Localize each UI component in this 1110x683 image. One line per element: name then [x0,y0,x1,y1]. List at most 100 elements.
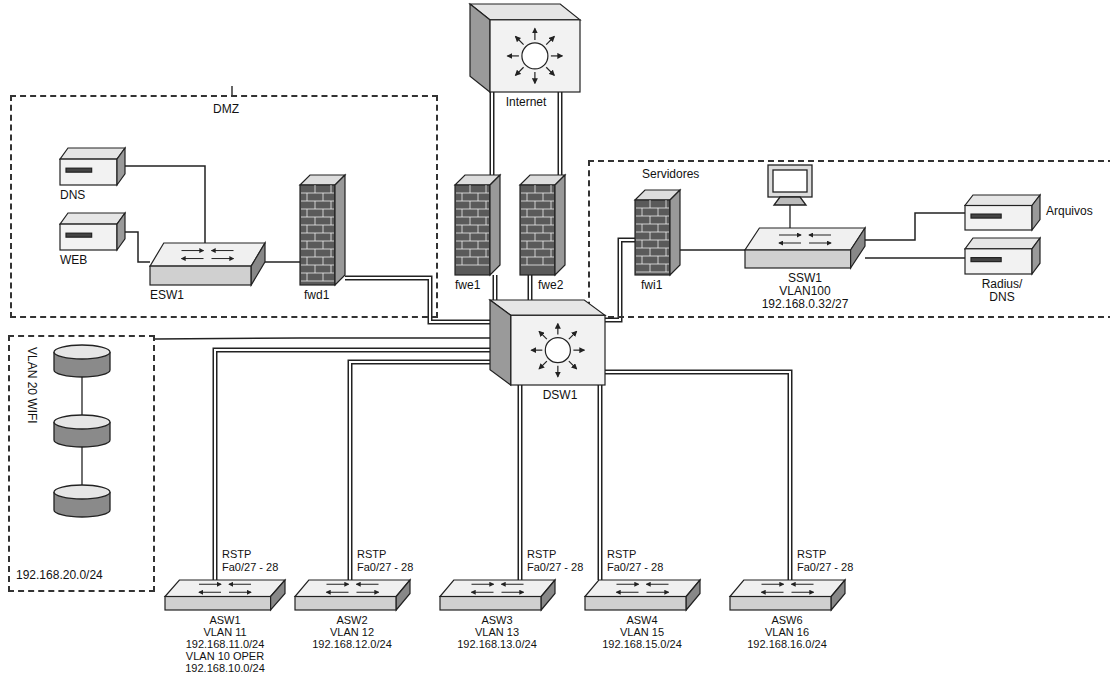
link-line [605,372,790,580]
device-icon [585,580,700,610]
l3-circle [522,43,548,69]
device-label: 192.168.15.0/24 [602,638,682,650]
icon-stroke [636,272,669,273]
link-line [155,338,490,339]
device-label: 192.168.0.32/27 [762,298,849,311]
device-node: ESW1 [150,243,265,285]
icon-stroke [327,584,349,585]
icon-stroke [527,257,528,265]
device-label: SSW1 [762,272,849,285]
icon-stroke [462,209,463,217]
icon-stroke [456,217,489,218]
icon-stroke [307,225,308,233]
device-node: ASW4VLAN 15192.168.15.0/24 [585,580,700,610]
switch-front [165,597,271,611]
icon-stroke [551,201,552,209]
icon-stroke [301,209,334,210]
icon-stroke [546,67,554,75]
firewall-front [520,185,555,275]
device-label: 192.168.12.0/24 [312,638,392,650]
icon-stroke [521,265,554,266]
icon-stroke [472,584,494,585]
device-icon [60,213,125,250]
icon-stroke [478,193,479,201]
icon-stroke [357,592,379,593]
icon-stroke [617,584,639,585]
device-icon [300,175,345,285]
icon-stroke [551,249,552,257]
device-node: ASW1VLAN 11192.168.11.0/24VLAN 10 OPER19… [165,580,285,610]
device-label: ASW2 [312,614,392,626]
icon-stroke [551,55,562,56]
icon-stroke [666,264,667,272]
icon-stroke [650,216,651,224]
firewall-side [490,175,500,275]
icon-stroke [462,257,463,265]
server-front [60,159,117,185]
icon-stroke [229,584,251,585]
firewall-side [670,190,680,275]
icon-stroke [762,584,784,585]
icon-stroke [502,584,524,585]
zone-region: DMZDNSWEBESW1fwd1 [10,95,438,318]
label-group: fwe2 [538,279,563,292]
icon-stroke [642,256,643,264]
server-slot [971,258,1001,262]
icon-stroke [315,265,316,273]
device-icon [730,580,845,610]
icon-stroke [792,584,814,585]
icon-stroke [534,72,535,83]
l3-side [470,4,490,92]
device-label: VLAN 16 [747,626,827,638]
icon-stroke [551,185,552,193]
l3-front [490,20,580,92]
device-label: fwe1 [455,279,480,292]
network-link [600,385,601,580]
link-line [265,261,300,263]
device-node: fwd1 [300,175,345,285]
icon-stroke [331,265,332,273]
link-line [528,275,533,300]
icon-stroke [478,241,479,249]
icon-stroke [569,361,577,369]
icon-stroke [535,201,536,209]
network-link [125,232,150,262]
link-line [350,362,490,580]
icon-stroke [486,233,487,241]
device-node: WEB [60,213,125,250]
server-top [60,213,125,224]
icon-stroke [462,225,463,233]
network-link [530,275,531,300]
icon-stroke [331,217,332,225]
icon-stroke [301,273,334,274]
icon-stroke [462,241,463,249]
switch-front [585,597,686,611]
switch-side [851,228,865,268]
device-label: Arquivos [1046,205,1093,218]
network-link [605,372,790,580]
network-link [520,385,521,580]
link-label: RSTP Fa0/27 - 28 [222,548,282,574]
switch-side [396,580,410,610]
icon-stroke [521,249,554,250]
device-label: ESW1 [150,289,184,302]
label-group: Internet [506,96,547,109]
link-label: RSTP Fa0/27 - 28 [607,548,667,574]
label-group: Radius/ DNS [978,278,1026,304]
device-label: VLAN 11 [185,626,265,638]
icon-stroke [809,235,831,236]
device-label: 192.168.11.0/24 [185,638,265,650]
switch-top [150,243,265,266]
link-line-gap [345,278,490,322]
label-group: ASW2VLAN 12192.168.12.0/24 [312,614,392,650]
icon-stroke [792,592,814,593]
icon-stroke [809,243,831,244]
server-side [117,213,125,250]
device-node: ASW6VLAN 16192.168.16.0/24 [730,580,845,610]
device-icon [150,243,265,285]
icon-stroke [543,225,544,233]
device-label: 192.168.10.0/24 [185,662,265,674]
device-label: ASW4 [602,614,682,626]
network-link [605,240,635,320]
icon-stroke [650,232,651,240]
